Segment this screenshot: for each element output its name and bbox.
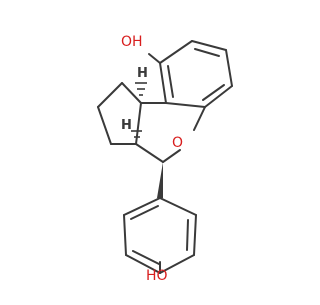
bond xyxy=(165,102,206,108)
bond-inner xyxy=(202,84,225,101)
structure-canvas: OH O HO H H xyxy=(97,34,233,284)
bond-lines xyxy=(97,40,233,274)
bond xyxy=(135,102,142,145)
bond-inner xyxy=(167,65,174,98)
bond-inner xyxy=(132,250,160,265)
bond xyxy=(121,82,142,104)
bond-inner xyxy=(130,205,159,220)
bond xyxy=(159,62,167,104)
bond xyxy=(159,197,197,216)
stereo-hydrogen-upper: H xyxy=(137,66,148,81)
bond xyxy=(225,49,233,87)
bond xyxy=(191,40,227,51)
bond xyxy=(123,197,161,216)
bond xyxy=(148,53,161,64)
bond xyxy=(193,214,197,256)
bond xyxy=(123,214,127,256)
bond-inner xyxy=(194,48,220,57)
bond xyxy=(135,143,164,163)
bond xyxy=(193,106,206,131)
hydroxyl-label-top: OH xyxy=(121,34,143,50)
wedge-bond xyxy=(157,162,163,198)
bond xyxy=(97,82,123,108)
ring-oxygen-label: O xyxy=(172,135,183,151)
chemical-structure-diagram: OH O HO H H xyxy=(97,34,233,284)
hashed-bond-lower xyxy=(131,130,142,138)
bond xyxy=(159,254,195,274)
bond-inner xyxy=(186,219,189,251)
stereo-hydrogen-lower: H xyxy=(121,118,132,133)
bond xyxy=(125,254,161,274)
bond xyxy=(159,40,193,64)
hashed-bond-upper xyxy=(135,82,147,96)
bond xyxy=(162,149,181,163)
hydroxyl-label-bottom: HO xyxy=(146,268,168,284)
bond xyxy=(97,106,112,145)
bond xyxy=(204,85,233,108)
